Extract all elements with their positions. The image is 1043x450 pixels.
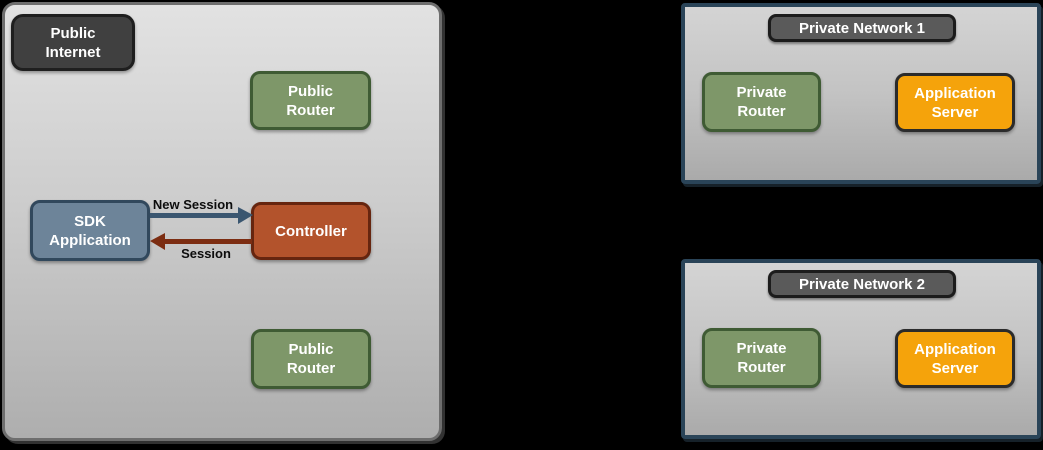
new-session-arrow <box>150 213 240 218</box>
sdk-application-node: SDK Application <box>30 200 150 261</box>
private-network-2-zone: Private Network 2 Private Router Applica… <box>681 259 1041 439</box>
public-internet-zone: Public Internet Public Router SDK Applic… <box>2 2 442 441</box>
new-session-arrowhead-icon <box>238 207 253 224</box>
controller-node: Controller <box>251 202 371 260</box>
pn2-private-router-node: Private Router <box>702 328 821 388</box>
private-network-1-label: Private Network 1 <box>768 14 956 42</box>
public-router-top-node: Public Router <box>250 71 371 130</box>
pn2-application-server-node: Application Server <box>895 329 1015 388</box>
pn1-application-server-node: Application Server <box>895 73 1015 132</box>
public-internet-node: Public Internet <box>11 14 135 71</box>
session-arrow-label: Session <box>181 246 231 261</box>
session-arrowhead-icon <box>150 233 165 250</box>
pn1-private-router-node: Private Router <box>702 72 821 132</box>
private-network-1-zone: Private Network 1 Private Router Applica… <box>681 3 1041 184</box>
private-network-2-label: Private Network 2 <box>768 270 956 298</box>
session-arrow <box>164 239 252 244</box>
public-router-bottom-node: Public Router <box>251 329 371 389</box>
new-session-arrow-label: New Session <box>152 197 234 212</box>
